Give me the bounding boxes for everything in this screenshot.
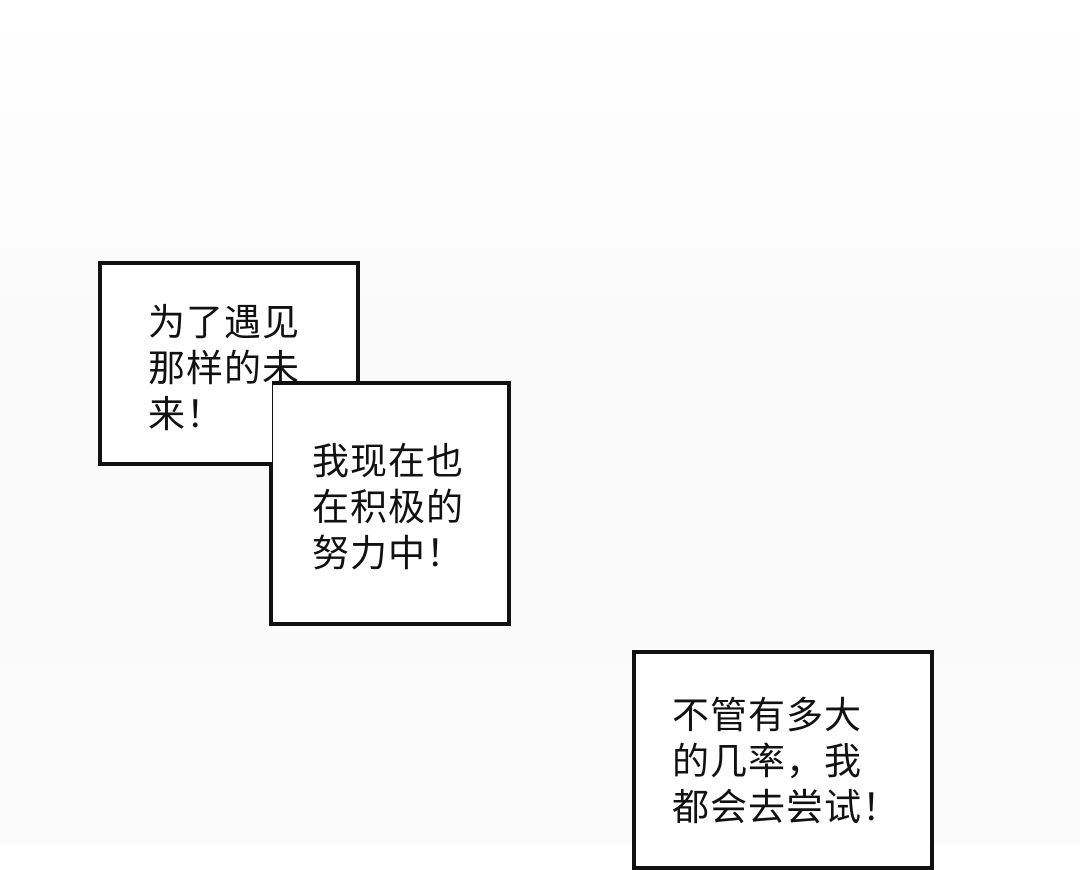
caption-text-first: 为了遇见 那样的未 来！ xyxy=(148,301,300,436)
caption-box-seam xyxy=(273,385,357,462)
caption-text-second: 我现在也 在积极的 努力中！ xyxy=(312,440,464,575)
comic-panel: 为了遇见 那样的未 来！ 我现在也 在积极的 努力中！ 不管有多大 的几率，我 … xyxy=(98,261,934,870)
caption-box-bottom xyxy=(632,650,934,870)
caption-box-seam xyxy=(102,381,272,462)
caption-text-third: 不管有多大 的几率，我 都会去尝试！ xyxy=(672,694,900,829)
